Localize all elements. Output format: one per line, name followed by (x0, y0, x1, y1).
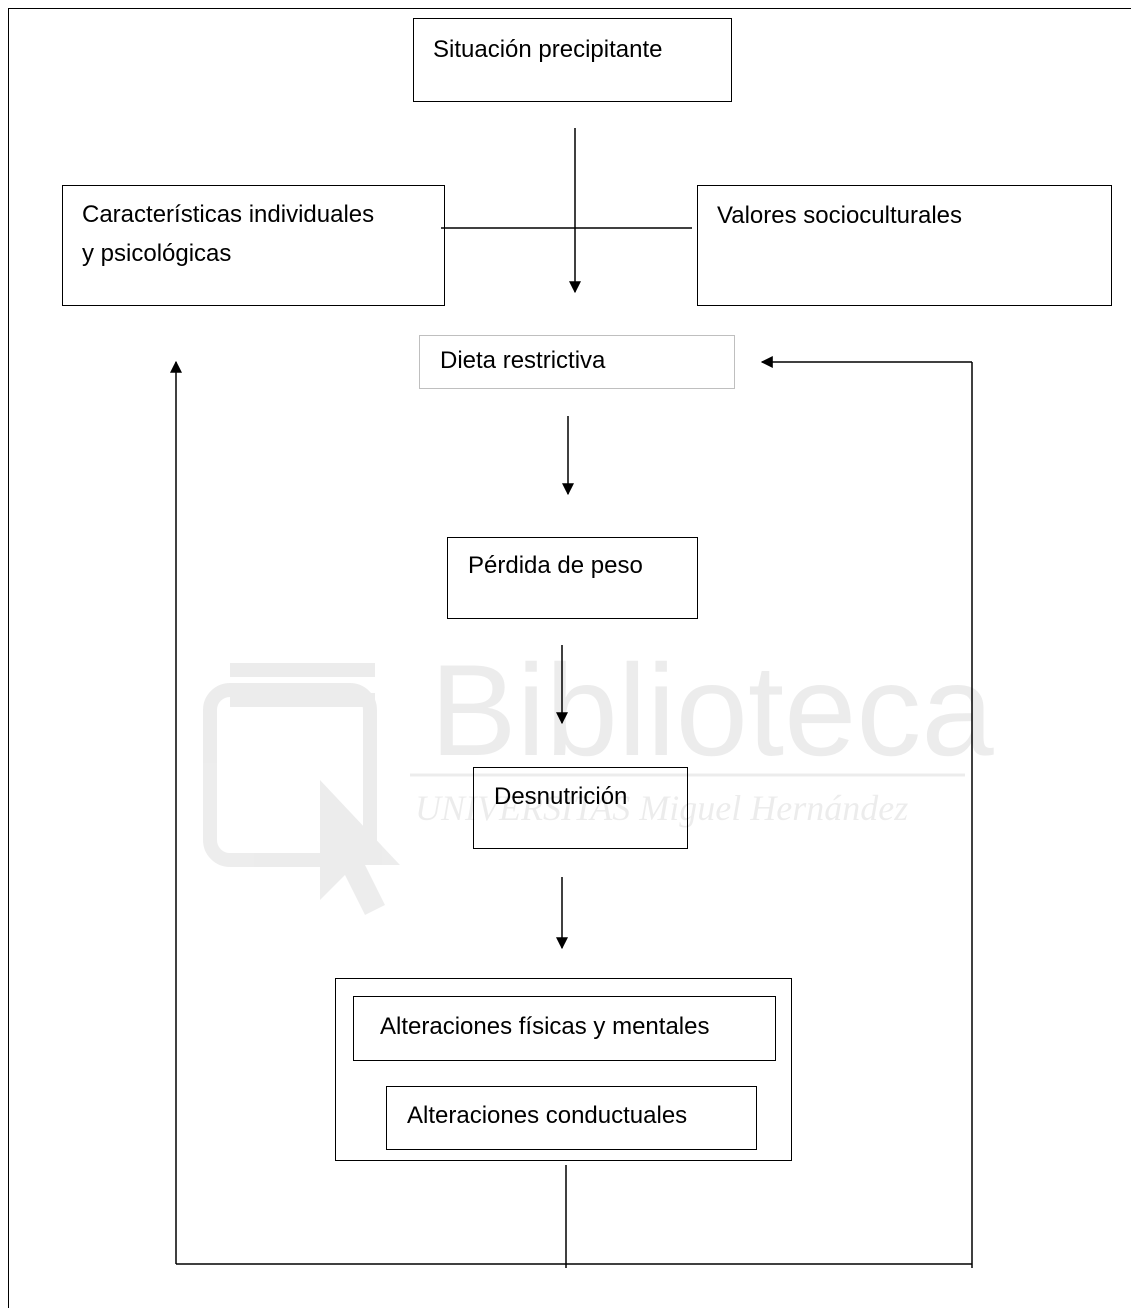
node-alteraciones-conductuales: Alteraciones conductuales (386, 1086, 757, 1150)
node-dieta-restrictiva: Dieta restrictiva (419, 335, 735, 389)
node-label: Valores socioculturales (717, 202, 963, 229)
node-alteraciones-fisicas-mentales: Alteraciones físicas y mentales (353, 996, 776, 1061)
node-label: Pérdida de peso (468, 552, 643, 579)
node-alteraciones-group (335, 978, 792, 1161)
node-situacion-precipitante: Situación precipitante (413, 18, 732, 102)
node-valores-socioculturales: Valores socioculturales (697, 185, 1112, 306)
node-perdida-de-peso: Pérdida de peso (447, 537, 698, 619)
outer-frame (8, 8, 1131, 1308)
node-desnutricion: Desnutrición (473, 767, 688, 849)
node-caracteristicas: Características individuales y psicológi… (62, 185, 445, 306)
node-label: Alteraciones conductuales (407, 1102, 688, 1129)
node-label: Alteraciones físicas y mentales (380, 1013, 710, 1040)
node-label-line1: Características individuales (82, 201, 375, 228)
node-label: Situación precipitante (433, 36, 663, 63)
node-label-line2: y psicológicas (82, 240, 232, 267)
node-label: Desnutrición (494, 783, 628, 810)
node-label: Dieta restrictiva (440, 347, 606, 374)
